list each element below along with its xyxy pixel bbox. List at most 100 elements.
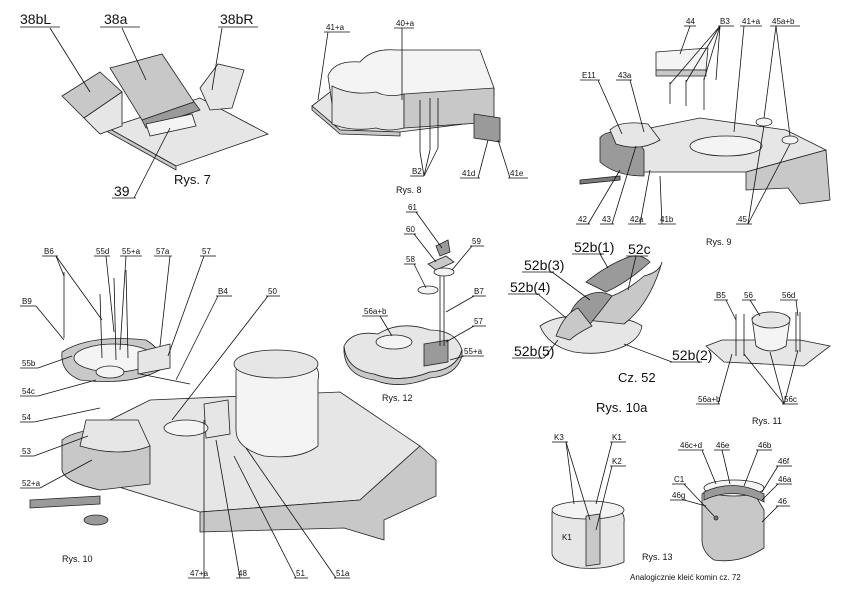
rys12-label-55a: 55+a — [464, 347, 483, 356]
rys11-label-B5: B5 — [716, 291, 726, 300]
cz52-label-52b4: 52b(4) — [510, 279, 550, 295]
rys10-hull-side — [199, 445, 437, 541]
rys9-label-41a: 41+a — [742, 17, 761, 26]
rys10-label-57: 57 — [202, 247, 211, 256]
cz52-label-52b3: 52b(3) — [524, 257, 564, 273]
rys10-part-53 — [79, 419, 151, 453]
rys13-label-46cd: 46c+d — [680, 441, 702, 450]
rys13-label-K1-mark: K1 — [562, 533, 572, 542]
rys10-label-51a: 51a — [336, 569, 350, 578]
rys12-label-56ab: 56a+b — [364, 307, 387, 316]
rys10-label-54c: 54c — [22, 387, 35, 396]
rys13-label-46: 46 — [778, 497, 787, 506]
rys9-label-B3: B3 — [720, 17, 730, 26]
rys10a-caption: Rys. 10a — [596, 400, 648, 415]
rys13-label-K1: K1 — [612, 433, 622, 442]
rys13-caption: Rys. 13 — [642, 552, 673, 562]
rys8-label-40a: 40+a — [396, 19, 415, 28]
rys11-label-56: 56 — [744, 291, 753, 300]
rys10-label-B9: B9 — [22, 297, 32, 306]
figure-rys8: 41+a 40+a B2 41d 41e Rys. 8 — [311, 19, 528, 195]
rys13-label-K2: K2 — [612, 457, 622, 466]
rys11-label-56d: 56d — [782, 291, 795, 300]
rys9-part-41b — [579, 175, 621, 185]
cz52-label-52b5: 52b(5) — [514, 343, 554, 359]
rys10-label-54: 54 — [22, 413, 31, 422]
rys13-label-46b: 46b — [758, 441, 772, 450]
rys13-label-C1: C1 — [674, 475, 685, 484]
rys7-label-38bL: 38bL — [20, 11, 51, 27]
rys10-part-47 — [163, 419, 209, 437]
rys12-label-B7: B7 — [474, 287, 484, 296]
rys9-label-43: 43 — [602, 215, 611, 224]
rys10-rail — [29, 495, 101, 509]
rys13-label-K3: K3 — [554, 433, 564, 442]
rys10-caption: Rys. 10 — [62, 554, 93, 564]
rys8-part-41e — [473, 113, 501, 143]
rys10-label-53: 53 — [22, 447, 31, 456]
figure-rys12: 61 60 59 58 B7 56a+b 57 55+a Rys. 12 — [343, 203, 486, 403]
rys10-label-57a: 57a — [156, 247, 170, 256]
rys7-label-38a: 38a — [104, 11, 128, 27]
rys9-label-41b: 41b — [660, 215, 674, 224]
rys12-part-56 — [375, 334, 413, 350]
rys9-label-43a: 43a — [618, 71, 632, 80]
rys9-label-42a: 42a — [630, 215, 644, 224]
rys9-label-45: 45 — [738, 215, 747, 224]
rys13-part-46a — [703, 485, 765, 503]
figure-rys13: K1 K3 K1 K2 46c+d 46e 46b 46f C1 46a 46g — [551, 433, 792, 569]
rys7-caption: Rys. 7 — [174, 172, 211, 187]
rys12-part-58 — [417, 285, 439, 295]
rys10-label-55b: 55b — [22, 359, 36, 368]
assembly-note: Analogicznie kleić komin cz. 72 — [630, 573, 741, 582]
rys11-label-56c: 56c — [784, 395, 797, 404]
rys9-label-44: 44 — [686, 17, 695, 26]
rys10-label-55d: 55d — [96, 247, 109, 256]
rys8-label-41e: 41e — [510, 169, 524, 178]
rys8-label-41a: 41+a — [326, 23, 345, 32]
rys9-caption: Rys. 9 — [706, 237, 732, 247]
rys12-label-60: 60 — [406, 225, 415, 234]
rys10-label-50: 50 — [268, 287, 277, 296]
rys7-label-38bR: 38bR — [220, 11, 253, 27]
rys13-part-C1 — [713, 515, 719, 521]
rys10-label-B6: B6 — [44, 247, 54, 256]
rys10-label-52a: 52+a — [22, 479, 41, 488]
rys9-part-45a — [755, 117, 773, 127]
rys12-caption: Rys. 12 — [382, 393, 413, 403]
rys10-part-57 — [137, 343, 171, 375]
rys13-label-46f: 46f — [778, 457, 790, 466]
rys11-platform — [705, 339, 831, 367]
rys10-part-50-top — [233, 349, 319, 379]
rys9-label-42: 42 — [578, 215, 587, 224]
rys13-label-46e: 46e — [716, 441, 730, 450]
rys10-label-55a: 55+a — [122, 247, 141, 256]
rys8-label-B2: B2 — [412, 167, 422, 176]
rys9-part-44-edge — [655, 69, 707, 77]
cz52-segment-52b4 — [555, 307, 593, 341]
cz52-label-52b2: 52b(2) — [672, 347, 712, 363]
rys11-part-56-top — [751, 311, 791, 329]
rys13-label-46g: 46g — [672, 491, 685, 500]
figure-rys11: B5 56 56d 56a+b 56c Rys. 11 — [696, 291, 831, 426]
figure-rys10: B6 55d 55+a 57a 57 B9 B4 50 55b 54c 54 5… — [20, 247, 437, 579]
rys9-hull-side — [745, 149, 831, 205]
figure-rys7: 38bL 38a 38bR 39 Rys. 7 — [20, 11, 269, 199]
rys12-part-60 — [427, 255, 455, 271]
rys10-label-51: 51 — [296, 569, 305, 578]
rys7-part-38bL-side — [83, 91, 123, 135]
rys12-label-58: 58 — [406, 255, 415, 264]
rys10-part-49 — [203, 399, 231, 439]
rys9-part-45b — [781, 135, 799, 145]
cz52-label-52b1: 52b(1) — [574, 239, 614, 255]
rys7-label-39: 39 — [114, 183, 130, 199]
rys9-part-41 — [689, 135, 763, 157]
rys9-label-E11: E11 — [582, 71, 596, 80]
rys10-label-B4: B4 — [218, 287, 228, 296]
rys12-part-59 — [433, 267, 455, 277]
rys8-label-41d: 41d — [462, 169, 475, 178]
cz52-label-52c: 52c — [628, 241, 651, 257]
rys7-part-38bR — [199, 63, 245, 111]
